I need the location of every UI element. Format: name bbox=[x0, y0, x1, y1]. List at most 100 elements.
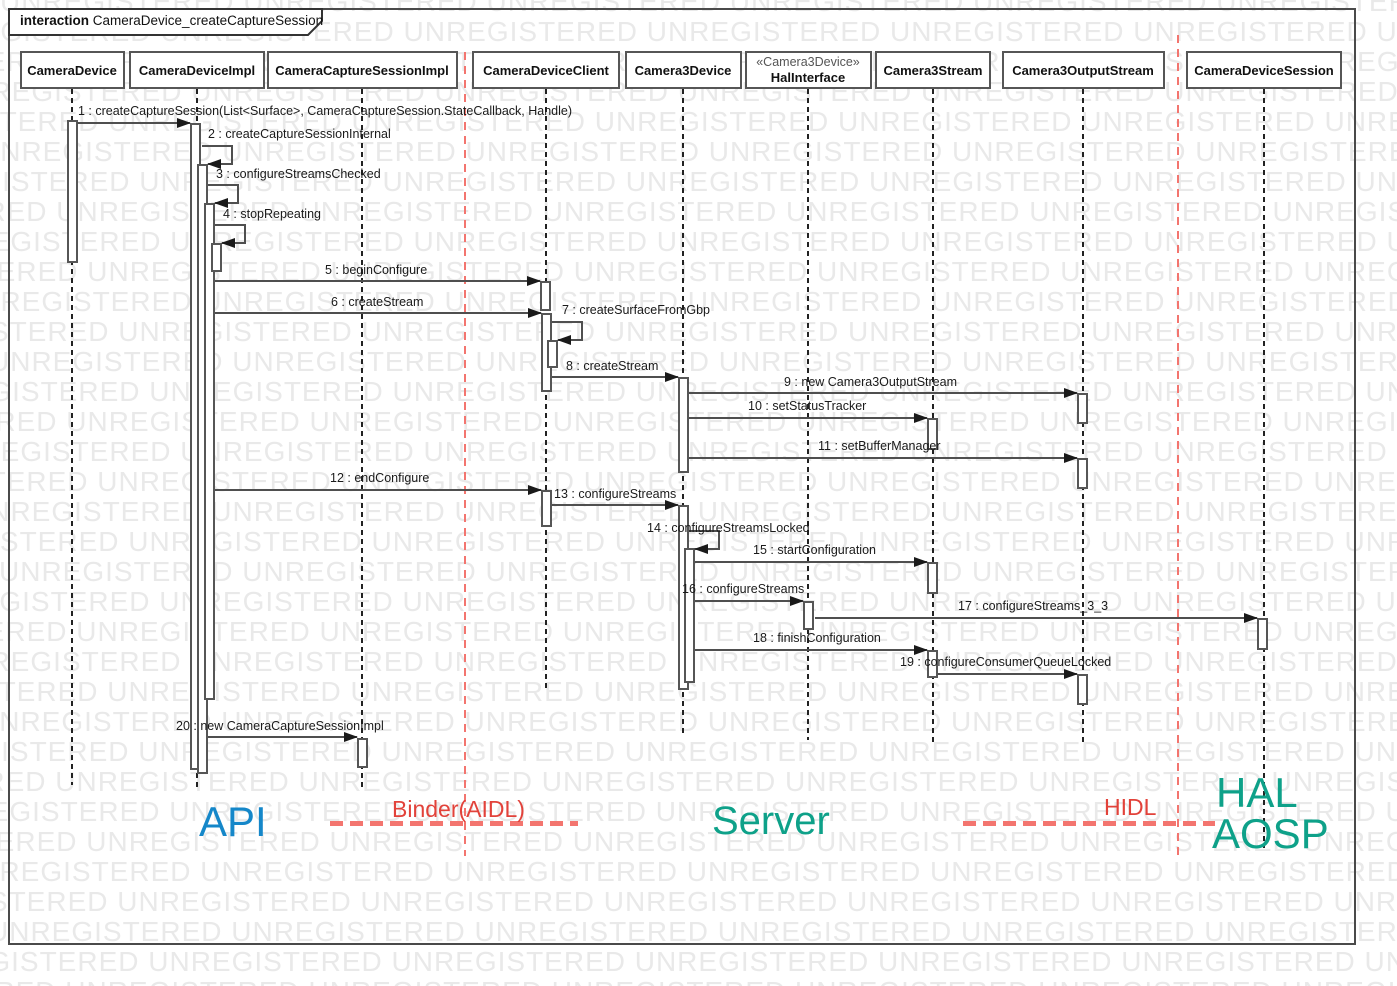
lifeline-header-camera-device-session[interactable]: CameraDeviceSession bbox=[1186, 51, 1342, 89]
watermark-text: UNREGISTERED UNREGISTERED UNREGISTERED U… bbox=[0, 886, 1397, 917]
lifeline-line-camera3-stream[interactable] bbox=[932, 89, 934, 742]
zone-label-hal[interactable]: HAL bbox=[1216, 769, 1298, 816]
activation-bar[interactable] bbox=[357, 738, 368, 768]
message-label-8[interactable]: 8 : createStream bbox=[566, 359, 659, 373]
watermark-text: UNREGISTERED UNREGISTERED UNREGISTERED U… bbox=[0, 946, 1397, 977]
diagram-frame bbox=[8, 8, 1356, 945]
zone-dashed-line bbox=[330, 821, 578, 826]
message-label-19[interactable]: 19 : configureConsumerQueueLocked bbox=[900, 655, 1112, 669]
activation-bar[interactable] bbox=[927, 650, 938, 678]
lifeline-header-camera-device[interactable]: CameraDevice bbox=[19, 51, 125, 89]
message-label-17[interactable]: 17 : configureStreams_3_3 bbox=[958, 599, 1109, 613]
message-label-20[interactable]: 20 : new CameraCaptureSessionImpl bbox=[176, 719, 384, 733]
message-label-5[interactable]: 5 : beginConfigure bbox=[325, 263, 428, 277]
message-label-2[interactable]: 2 : createCaptureSessionInternal bbox=[208, 127, 391, 141]
lifeline-name: Camera3OutputStream bbox=[1012, 62, 1154, 78]
message-label-1[interactable]: 1 : createCaptureSession(List<Surface>, … bbox=[78, 104, 573, 118]
message-label-3[interactable]: 3 : configureStreamsChecked bbox=[216, 167, 381, 181]
message-label-12[interactable]: 12 : endConfigure bbox=[330, 471, 430, 485]
lifeline-name: CameraCaptureSessionImpl bbox=[275, 62, 449, 78]
message-label-9[interactable]: 9 : new Camera3OutputStream bbox=[784, 375, 957, 389]
watermark-text: UNREGISTERED UNREGISTERED UNREGISTERED U… bbox=[0, 978, 1397, 986]
activation-bar[interactable] bbox=[211, 243, 222, 272]
frame-title: CameraDevice_createCaptureSession bbox=[92, 13, 324, 28]
activation-bar[interactable] bbox=[540, 281, 551, 311]
activation-bar[interactable] bbox=[1077, 458, 1088, 489]
lifeline-header-camera-capture-session-impl[interactable]: CameraCaptureSessionImpl bbox=[266, 51, 458, 89]
watermark-text: UNREGISTERED UNREGISTERED UNREGISTERED U… bbox=[0, 856, 1397, 887]
message-line-7[interactable] bbox=[552, 321, 583, 345]
watermark-text: UNREGISTERED UNREGISTERED UNREGISTERED U… bbox=[0, 766, 1397, 797]
activation-bar[interactable] bbox=[204, 203, 215, 700]
activation-bar[interactable] bbox=[927, 418, 938, 450]
lifeline-line-camera-capture-session-impl[interactable] bbox=[361, 89, 363, 788]
zone-dashed-line bbox=[963, 821, 1215, 826]
message-label-16[interactable]: 16 : configureStreams bbox=[682, 582, 805, 596]
interaction-frame-label[interactable]: interaction CameraDevice_createCaptureSe… bbox=[8, 8, 326, 43]
watermark-text: UNREGISTERED UNREGISTERED UNREGISTERED U… bbox=[0, 406, 1397, 437]
zone-label-hidl[interactable]: HIDL bbox=[1104, 794, 1157, 820]
watermark-text: UNREGISTERED UNREGISTERED UNREGISTERED U… bbox=[0, 376, 1397, 407]
zone-separator-line bbox=[1177, 35, 1179, 856]
message-label-18[interactable]: 18 : finishConfiguration bbox=[753, 631, 881, 645]
lifeline-header-camera-device-client[interactable]: CameraDeviceClient bbox=[472, 51, 620, 89]
message-label-7[interactable]: 7 : createSurfaceFromGbp bbox=[562, 303, 710, 317]
lifeline-name: CameraDeviceSession bbox=[1194, 62, 1334, 78]
activation-bar[interactable] bbox=[541, 490, 552, 527]
activation-bar[interactable] bbox=[927, 562, 938, 594]
zone-label-binder[interactable]: Binder(AIDL) bbox=[392, 796, 525, 822]
lifeline-line-hal-interface[interactable] bbox=[807, 89, 809, 740]
watermark-text: UNREGISTERED UNREGISTERED UNREGISTERED U… bbox=[0, 166, 1397, 197]
lifeline-line-camera-device-session[interactable] bbox=[1263, 89, 1265, 848]
lifeline-name: CameraDeviceClient bbox=[483, 62, 609, 78]
lifeline-line-camera-device[interactable] bbox=[71, 89, 73, 785]
message-label-11[interactable]: 11 : setBufferManager bbox=[818, 439, 941, 453]
lifeline-name: CameraDeviceImpl bbox=[138, 62, 256, 78]
zone-label-server[interactable]: Server bbox=[712, 799, 830, 843]
activation-bar[interactable] bbox=[684, 548, 695, 683]
watermark-text: UNREGISTERED UNREGISTERED UNREGISTERED U… bbox=[0, 826, 1397, 857]
activation-bar[interactable] bbox=[1077, 674, 1088, 705]
activation-bar[interactable] bbox=[1257, 618, 1268, 650]
message-line-3[interactable] bbox=[208, 184, 239, 208]
activation-bar[interactable] bbox=[678, 377, 689, 473]
message-label-4[interactable]: 4 : stopRepeating bbox=[223, 207, 321, 221]
lifeline-stereotype: «Camera3Device» bbox=[756, 55, 860, 69]
message-line-14[interactable] bbox=[689, 530, 720, 554]
lifeline-name: CameraDevice bbox=[27, 62, 117, 78]
activation-bar[interactable] bbox=[67, 120, 78, 263]
activation-bar[interactable] bbox=[1077, 393, 1088, 424]
watermark-text: UNREGISTERED UNREGISTERED UNREGISTERED U… bbox=[0, 346, 1397, 377]
frame-label-pentagon bbox=[8, 8, 323, 36]
zone-label-api[interactable]: API bbox=[199, 798, 267, 845]
message-label-10[interactable]: 10 : setStatusTracker bbox=[748, 399, 867, 413]
message-line-2[interactable] bbox=[202, 145, 233, 169]
lifeline-header-camera3-device[interactable]: Camera3Device bbox=[624, 51, 742, 89]
watermark-text: UNREGISTERED UNREGISTERED UNREGISTERED U… bbox=[0, 436, 1397, 467]
lifeline-header-camera3-stream[interactable]: Camera3Stream bbox=[875, 51, 991, 89]
lifeline-name: HalInterface bbox=[770, 70, 846, 85]
message-line-4[interactable] bbox=[215, 224, 246, 248]
watermark-text: UNREGISTERED UNREGISTERED UNREGISTERED U… bbox=[0, 676, 1397, 707]
watermark-text: UNREGISTERED UNREGISTERED UNREGISTERED U… bbox=[0, 0, 1397, 17]
frame-label-text: interaction CameraDevice_createCaptureSe… bbox=[20, 13, 323, 28]
watermark-text: UNREGISTERED UNREGISTERED UNREGISTERED U… bbox=[0, 646, 1397, 677]
message-label-15[interactable]: 15 : startConfiguration bbox=[753, 543, 876, 557]
watermark-text: UNREGISTERED UNREGISTERED UNREGISTERED U… bbox=[0, 916, 1397, 947]
zone-separator-line bbox=[464, 52, 466, 856]
lifeline-header-hal-interface[interactable]: «Camera3Device»HalInterface bbox=[744, 51, 872, 89]
watermark-text: UNREGISTERED UNREGISTERED UNREGISTERED U… bbox=[0, 736, 1397, 767]
message-label-6[interactable]: 6 : createStream bbox=[331, 295, 424, 309]
watermark-text: UNREGISTERED UNREGISTERED UNREGISTERED U… bbox=[0, 286, 1397, 317]
zone-label-aosp[interactable]: AOSP bbox=[1212, 810, 1329, 857]
lifeline-header-camera3-output-stream[interactable]: Camera3OutputStream bbox=[1001, 51, 1165, 89]
lifeline-header-camera-device-impl[interactable]: CameraDeviceImpl bbox=[129, 51, 265, 89]
watermark-text: UNREGISTERED UNREGISTERED UNREGISTERED U… bbox=[0, 796, 1397, 827]
activation-bar[interactable] bbox=[547, 340, 558, 368]
message-label-14[interactable]: 14 : configureStreamsLocked bbox=[647, 521, 810, 535]
message-label-13[interactable]: 13 : configureStreams bbox=[554, 487, 677, 501]
activation-bar[interactable] bbox=[803, 601, 814, 630]
watermark-text: UNREGISTERED UNREGISTERED UNREGISTERED U… bbox=[0, 106, 1397, 137]
